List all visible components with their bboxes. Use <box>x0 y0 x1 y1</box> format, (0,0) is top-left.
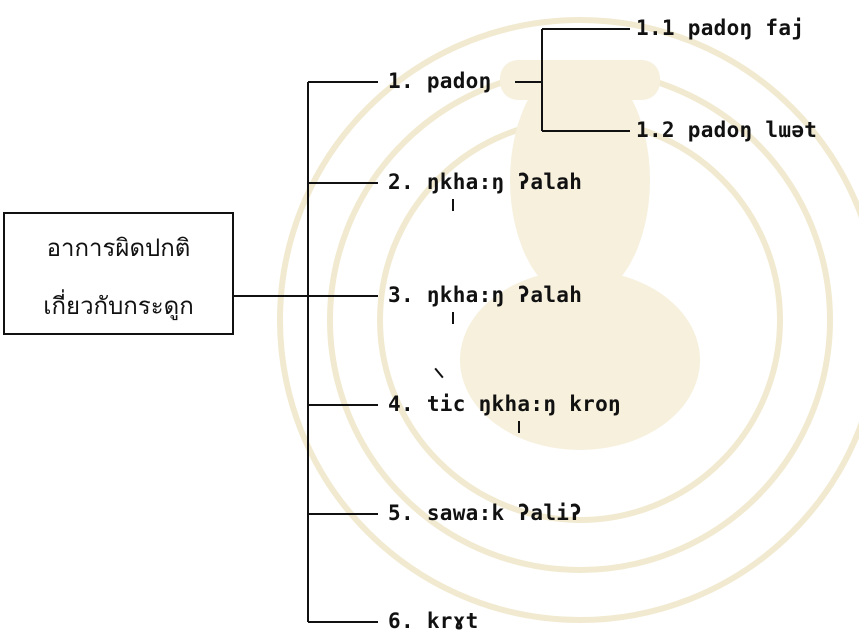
root-label-line2: เกี่ยวกับกระดูก <box>43 292 194 320</box>
branch-6-label: 6. krɤt <box>388 609 479 633</box>
branch-3-label: 3. ŋkha:ŋ ʔalah <box>388 283 583 307</box>
root-label-line1: อาการผิดปกติ <box>46 234 191 262</box>
branch-4-label: 4. tic ŋkha:ŋ kroŋ <box>388 392 621 416</box>
branch-1-1-label: 1.1 padoŋ faj <box>636 16 805 40</box>
branch-1-2-label: 1.2 padoŋ lɯət <box>636 118 818 142</box>
root-node-box: อาการผิดปกติ เกี่ยวกับกระดูก <box>3 212 234 335</box>
tone-mark-branch-3 <box>452 312 454 324</box>
branch-5-label: 5. sawa:k ʔaliʔ <box>388 501 583 525</box>
branch-2-label: 2. ŋkha:ŋ ʔalah <box>388 170 583 194</box>
tone-mark-branch-2 <box>452 199 454 211</box>
branch-1-label: 1. padoŋ <box>388 69 492 93</box>
tone-mark-branch-4 <box>518 421 520 433</box>
